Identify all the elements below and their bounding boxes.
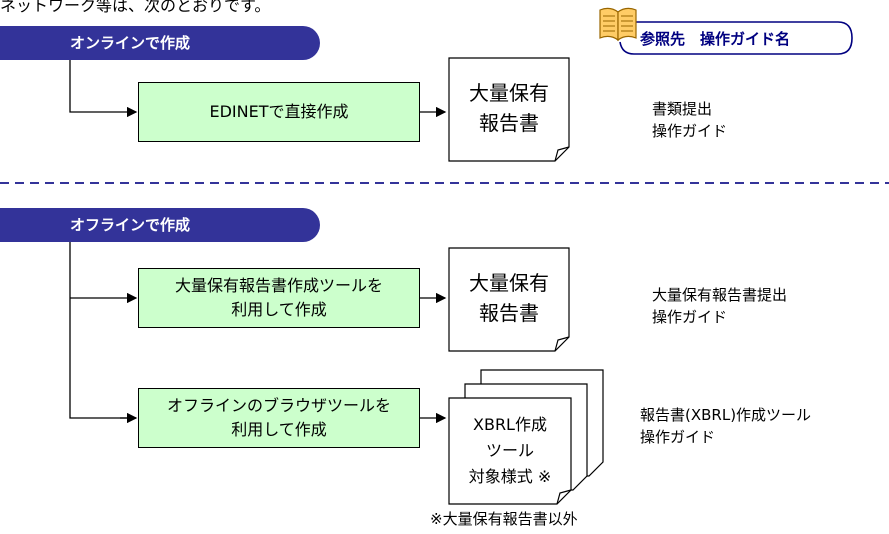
offline-tool-guide: 大量保有報告書提出 操作ガイド (652, 284, 787, 328)
offline-browser-document-line-2: ツール (485, 441, 534, 460)
document-shape-tool (448, 247, 570, 352)
offline-browser-document: XBRL作成 ツール 対象様式 ※ (449, 410, 571, 492)
document-shape-online (448, 57, 570, 162)
online-guide-line-1: 書類提出 (652, 100, 713, 118)
offline-browser-document-line-3: 対象様式 ※ (468, 467, 552, 486)
offline-tool-document: 大量保有 報告書 (449, 258, 569, 338)
reference-badge-outline (619, 21, 853, 55)
online-section-title: オンラインで作成 (0, 26, 320, 60)
online-method-label: EDINETで直接作成 (209, 102, 349, 121)
offline-browser-guide-line-2: 操作ガイド (640, 428, 716, 446)
offline-tool-method-box: 大量保有報告書作成ツールを 利用して作成 (138, 268, 420, 328)
online-document: 大量保有 報告書 (449, 68, 569, 148)
offline-tool-document-line-1: 大量保有 (469, 271, 549, 295)
online-document-line-2: 報告書 (479, 111, 539, 135)
offline-browser-method-line-1: オフラインのブラウザツールを (166, 396, 391, 415)
online-document-line-1: 大量保有 (469, 81, 549, 105)
book-icon (599, 7, 637, 42)
reference-label: 参照先 操作ガイド名 (640, 30, 791, 48)
offline-browser-guide-line-1: 報告書(XBRL)作成ツール (640, 406, 812, 424)
header-text: ネットワーク等は、次のとおりです。 (0, 0, 271, 15)
offline-tool-method-line-1: 大量保有報告書作成ツールを (174, 276, 383, 295)
offline-tool-document-line-2: 報告書 (479, 301, 539, 325)
footnote: ※大量保有報告書以外 (430, 510, 578, 528)
offline-tool-guide-line-2: 操作ガイド (652, 308, 728, 326)
offline-tool-guide-line-1: 大量保有報告書提出 (652, 286, 788, 304)
document-stack-front (448, 397, 572, 505)
online-method-box: EDINETで直接作成 (138, 82, 420, 142)
offline-browser-method-box: オフラインのブラウザツールを 利用して作成 (138, 388, 420, 448)
connector-online (69, 58, 138, 118)
offline-tool-method-line-2: 利用して作成 (231, 300, 327, 319)
connector-offline-vertical (69, 240, 136, 419)
offline-browser-guide: 報告書(XBRL)作成ツール 操作ガイド (640, 404, 811, 448)
offline-browser-document-line-1: XBRL作成 (473, 415, 547, 434)
online-guide-line-2: 操作ガイド (652, 122, 728, 140)
offline-browser-method-line-2: 利用して作成 (231, 420, 327, 439)
online-guide: 書類提出 操作ガイド (652, 98, 727, 142)
offline-section-title: オフラインで作成 (0, 208, 320, 242)
